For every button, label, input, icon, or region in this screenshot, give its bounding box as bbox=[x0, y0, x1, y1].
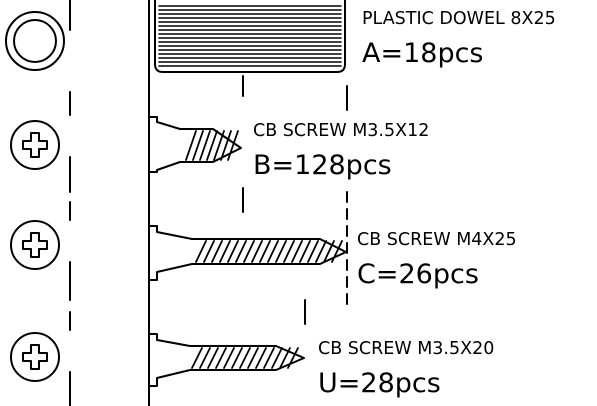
part-b-quantity: B=128pcs bbox=[253, 150, 392, 181]
part-u-name: CB SCREW M3.5X20 bbox=[318, 339, 495, 359]
part-c-name: CB SCREW M4X25 bbox=[357, 230, 517, 250]
part-c-quantity: C=26pcs bbox=[357, 259, 479, 290]
cb-screw-m3-5x12-drawing bbox=[148, 116, 242, 173]
phillips-head-icon bbox=[10, 220, 60, 270]
part-a-name: PLASTIC DOWEL 8X25 bbox=[362, 9, 556, 29]
guide-lines bbox=[69, 0, 348, 406]
head-views bbox=[5, 11, 65, 382]
part-u-quantity: U=28pcs bbox=[318, 368, 441, 399]
phillips-head-icon bbox=[10, 332, 60, 382]
cb-screw-m4x25-drawing bbox=[148, 225, 347, 281]
plastic-dowel-drawing bbox=[154, 0, 346, 73]
cb-screw-m3-5x20-drawing bbox=[148, 333, 305, 387]
part-b-name: CB SCREW M3.5X12 bbox=[253, 121, 430, 141]
part-a-quantity: A=18pcs bbox=[362, 38, 484, 69]
dowel-end-circle-icon bbox=[5, 11, 65, 71]
phillips-head-icon bbox=[10, 120, 60, 170]
